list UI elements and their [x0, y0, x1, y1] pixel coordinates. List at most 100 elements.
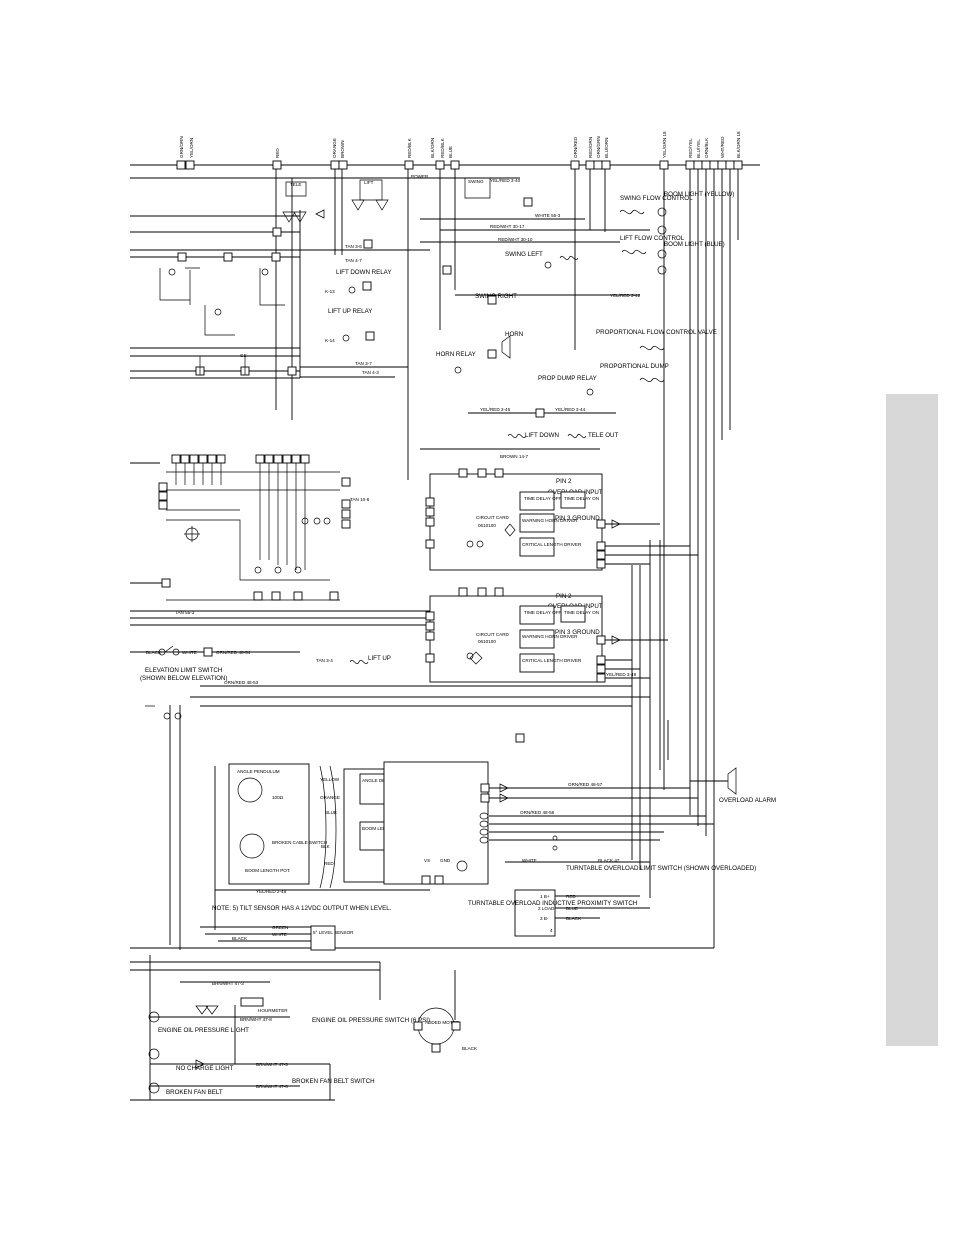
wire-black-47: BLACK 47 — [598, 858, 620, 863]
card2-pin3-label: PIN 3 GROUND — [555, 629, 600, 636]
lift-relays: LIFT LIFT DOWN RELAY LIFT UP RELAY K-13 … — [130, 179, 430, 378]
elevation-black-label: BLACK — [146, 650, 162, 655]
horn-label: HORN — [505, 331, 523, 338]
elevation-limit-switch: BLACK WHITE ELEVATION LIMIT SWITCH (SHOW… — [140, 645, 650, 720]
level-green: GREEN — [272, 925, 288, 930]
elevation-white-label: WHITE — [182, 650, 197, 655]
prox-switch-label: TURNTABLE OVERLOAD INDUCTIVE PROXIMITY S… — [468, 900, 637, 907]
card2-number: 0610100 — [478, 639, 496, 644]
prox-pin2: 2 LOAD — [538, 906, 555, 911]
prox-red: RED — [566, 894, 576, 899]
elevation-switch-note: (SHOWN BELOW ELEVATION) — [140, 675, 227, 682]
wire-red-wht-30-17: RED/WHT 30-17 — [490, 224, 525, 229]
top-label: BLK/ORN 18 — [736, 131, 741, 158]
wire-brn-wht-47-6: BRN/WHT 47-6 — [256, 1084, 288, 1089]
engine-instruments: BRN/WHT 47-3 HOURMETER BRN/WHT 47-8 ENGI… — [130, 981, 430, 1101]
prox-black: BLACK — [566, 916, 582, 921]
main-harness-lines — [130, 164, 760, 971]
wire-yellow: YELLOW — [320, 777, 340, 782]
swing-flow-control-label: SWING FLOW CONTROL — [620, 195, 693, 202]
lift-down-label: LIFT DOWN — [525, 432, 559, 439]
wire-orn-red-48-54: ORN/RED 48-54 — [216, 650, 251, 655]
lift-up-relay-label: LIFT UP RELAY — [328, 308, 372, 315]
card2-critical-driver: CRITICAL LENGTH DRIVER — [522, 658, 582, 663]
page-edge-tab — [886, 394, 938, 1046]
added-motor-label: ADDED MOTOR — [425, 1020, 460, 1025]
card2-time-delay-on: TIME DELAY ON — [564, 610, 599, 615]
boom-light-blue-label: BOOM LIGHT (BLUE) — [664, 241, 725, 248]
top-label: ORANGE — [332, 138, 337, 158]
wire-yel-red-3-45: YEL/RED 3-45 — [480, 407, 511, 412]
broken-cable-switch-label: BROKEN CABLE SWITCH — [272, 840, 327, 845]
wire-tan-4-7: TAN 4-7 — [345, 258, 362, 263]
elevation-switch-label: ELEVATION LIMIT SWITCH — [145, 667, 222, 674]
gnd-label: GND — [440, 858, 451, 863]
wire-tan-10-6: TAN 10-6 — [350, 497, 370, 502]
oil-light-label: ENGINE OIL PRESSURE LIGHT — [158, 1027, 249, 1034]
wire-orn-red-48-58: ORN/RED 48-58 — [520, 810, 555, 815]
svg-text:K-14: K-14 — [325, 338, 335, 343]
card1-pin3-label: PIN 3 GROUND — [555, 515, 600, 522]
power-label: POWER — [411, 174, 429, 179]
hourmeter-label: HOURMETER — [258, 1008, 288, 1013]
wire-tan-3-6: TAN 3-6 — [345, 244, 362, 249]
wire-yel-red-2-48: YEL/RED 2-48 — [256, 889, 287, 894]
prox-blue: BLUE — [566, 906, 578, 911]
wire-tan-4-3: TAN 4-3 — [362, 370, 379, 375]
wire-brn-wht-47-3: BRN/WHT 47-3 — [212, 981, 244, 986]
lift-flow-control-label: LIFT FLOW CONTROL — [620, 235, 685, 242]
no-charge-light-label: NO CHARGE LIGHT — [176, 1065, 234, 1072]
overload-alarm-block: OVERLOAD ALARM WHITE TURNTABLE OVERLOAD … — [468, 767, 776, 937]
top-label: RED/ORN — [588, 137, 593, 158]
level-sensor-block: NOTE: 5) TILT SENSOR HAS A 12VDC OUTPUT … — [200, 905, 392, 951]
level-black: BLACK — [232, 936, 248, 941]
wire-orange: ORANGE — [320, 795, 340, 800]
vs-label: VS — [424, 858, 430, 863]
swing-switch-label: SWING — [468, 179, 484, 184]
top-wire-labels: GRN/ORN YEL/ORN RED ORANGE BROWN RED/BLK… — [179, 131, 741, 158]
joystick-switch-block: TELE GS — [159, 181, 325, 376]
resistor-label: 100Ω — [272, 795, 284, 800]
boom-light-yellow-label: BOOM LIGHT (YELLOW) — [664, 191, 734, 198]
top-label: BLK/ORN — [430, 138, 435, 158]
tele-out-label: TELE OUT — [588, 432, 618, 439]
wire-red-wht-30-10: RED/WHT 30-10 — [498, 237, 533, 242]
card1-time-delay-on: TIME DELAY ON — [564, 496, 599, 501]
top-connectors — [176, 160, 743, 170]
card2-circuit-card-label: CIRCUIT CARD — [476, 632, 510, 637]
wire-blk: BLK — [321, 844, 331, 849]
vertical-trunks — [130, 165, 739, 1100]
wire-brown-14-7: BROWN 14-7 — [500, 454, 529, 459]
tilt-note: NOTE: 5) TILT SENSOR HAS A 12VDC OUTPUT … — [212, 905, 392, 912]
wire-tan-55-3: TAN 55-3 — [175, 610, 195, 615]
svg-text:GS: GS — [240, 353, 247, 358]
top-label: WHT/RED — [720, 136, 725, 158]
turntable-white-label: WHITE — [522, 858, 537, 863]
prox-pin3: 3 B- — [540, 916, 549, 921]
broken-fan-belt-label: BROKEN FAN BELT — [166, 1089, 223, 1096]
top-label: BLU/YEL — [696, 139, 701, 158]
horn-relay-label: HORN RELAY — [436, 351, 476, 358]
wire-yel-red-3-42: YEL/RED 3-42 — [610, 293, 641, 298]
fan-belt-switch-label: BROKEN FAN BELT SWITCH — [292, 1078, 375, 1085]
top-label: YEL/GRN 18 — [662, 131, 667, 158]
circuit-card-upper: PIN 2 OVERLOAD INPUT TIME DELAY OFF TIME… — [425, 468, 698, 571]
card1-pin2-label: PIN 2 — [556, 478, 572, 485]
wire-blue: BLUE — [325, 810, 337, 815]
lift-up-label: LIFT UP — [368, 655, 391, 662]
oil-pressure-switch-label: ENGINE OIL PRESSURE SWITCH (6 PSI) — [312, 1017, 430, 1024]
wire-yel-red-3-44: YEL/RED 3-44 — [555, 407, 586, 412]
level-white: WHITE — [272, 932, 287, 937]
svg-text:K-13: K-13 — [325, 289, 335, 294]
lift-down-relay-label: LIFT DOWN RELAY — [336, 269, 391, 276]
wire-red: RED — [324, 861, 334, 866]
angle-pendulum-label: ANGLE PENDULUM — [237, 769, 280, 774]
top-label: RED — [275, 148, 280, 158]
top-label: RED/YEL — [688, 138, 693, 158]
prox-pin1: 1 B+ — [540, 894, 550, 899]
turntable-switch-label: TURNTABLE OVERLOAD LIMIT SWITCH (SHOWN O… — [566, 865, 756, 872]
top-label: ORN/GRN — [596, 136, 601, 158]
top-label: BLU/ORN — [604, 138, 609, 158]
motor-black-label: BLACK — [462, 1046, 478, 1051]
